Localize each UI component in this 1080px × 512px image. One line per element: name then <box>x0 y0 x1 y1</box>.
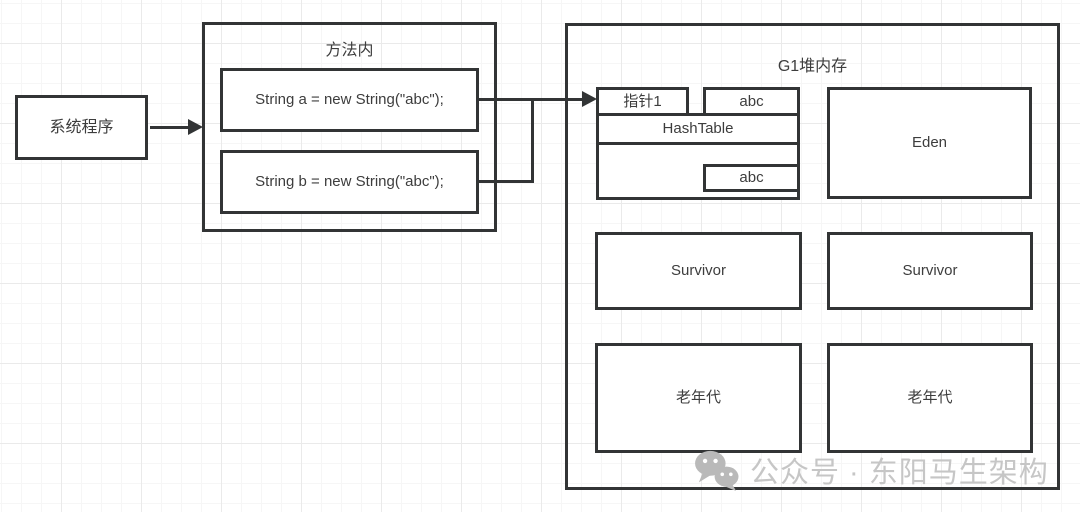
hashtable-band: HashTable <box>596 113 800 145</box>
survivor-box-right: Survivor <box>827 232 1033 310</box>
hashtable-band-divider <box>596 142 800 145</box>
code-line-b-text: String b = new String("abc"); <box>255 173 444 190</box>
connector-arrow-head <box>582 91 597 107</box>
connector-b-hline <box>479 180 534 183</box>
old-gen-right-label: 老年代 <box>907 389 953 406</box>
survivor-box-left: Survivor <box>595 232 802 310</box>
survivor-right-label: Survivor <box>902 262 958 279</box>
old-gen-left-label: 老年代 <box>675 389 721 406</box>
old-gen-box-left: 老年代 <box>595 343 802 453</box>
hashtable-label: HashTable <box>662 120 734 137</box>
object-abc-box: abc <box>703 164 800 192</box>
arrow-system-to-method-head <box>188 119 203 135</box>
g1-heap-container <box>565 23 1060 490</box>
system-program-box: 系统程序 <box>15 95 148 160</box>
watermark-text: 公众号 · 东阳马生架构 <box>750 457 1049 489</box>
string-object-group <box>596 113 800 200</box>
wechat-icon <box>695 450 739 491</box>
code-line-a-box: String a = new String("abc"); <box>220 68 479 132</box>
method-title: 方法内 <box>325 42 374 59</box>
old-gen-box-right: 老年代 <box>827 343 1033 453</box>
survivor-left-label: Survivor <box>670 262 726 279</box>
eden-label: Eden <box>911 134 948 151</box>
interned-abc-box: abc <box>703 87 800 116</box>
code-line-b-box: String b = new String("abc"); <box>220 150 479 214</box>
watermark: 公众号 · 东阳马生架构 <box>694 449 1049 491</box>
object-abc-label: abc <box>739 169 764 186</box>
method-container <box>202 22 497 232</box>
arrow-system-to-method-line <box>150 126 190 129</box>
g1-heap-title: G1堆内存 <box>777 58 848 75</box>
interned-abc-label: abc <box>739 92 764 110</box>
pointer1-box: 指针1 <box>596 87 689 116</box>
code-line-a-text: String a = new String("abc"); <box>255 91 444 108</box>
eden-box: Eden <box>827 87 1032 199</box>
connector-b-vline <box>531 99 534 183</box>
pointer1-label: 指针1 <box>623 92 662 110</box>
system-program-label: 系统程序 <box>49 118 114 136</box>
